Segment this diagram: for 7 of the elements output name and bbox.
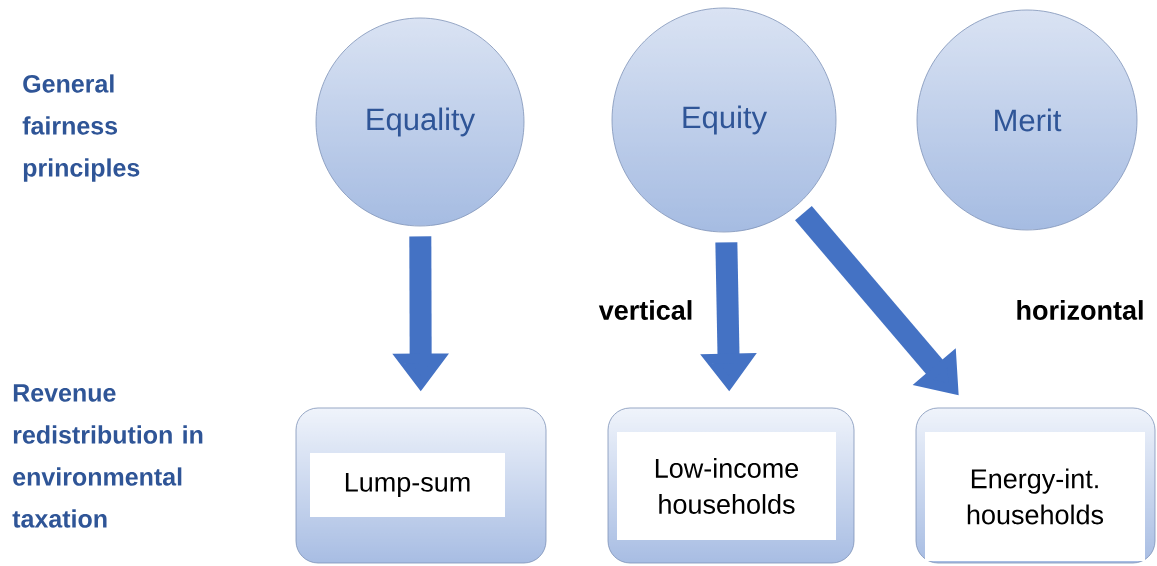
row-heading: Revenue redistribution in environmental taxation: [12, 384, 203, 528]
row-heading: General fairness principles: [22, 74, 140, 182]
measure-box: Energy-int. households: [915, 407, 1156, 564]
measure-box: Lump-sum: [295, 407, 547, 564]
edge-label: vertical: [598, 300, 692, 320]
measure-box: Low-income households: [607, 407, 855, 564]
edge-label: horizontal: [1017, 300, 1143, 320]
